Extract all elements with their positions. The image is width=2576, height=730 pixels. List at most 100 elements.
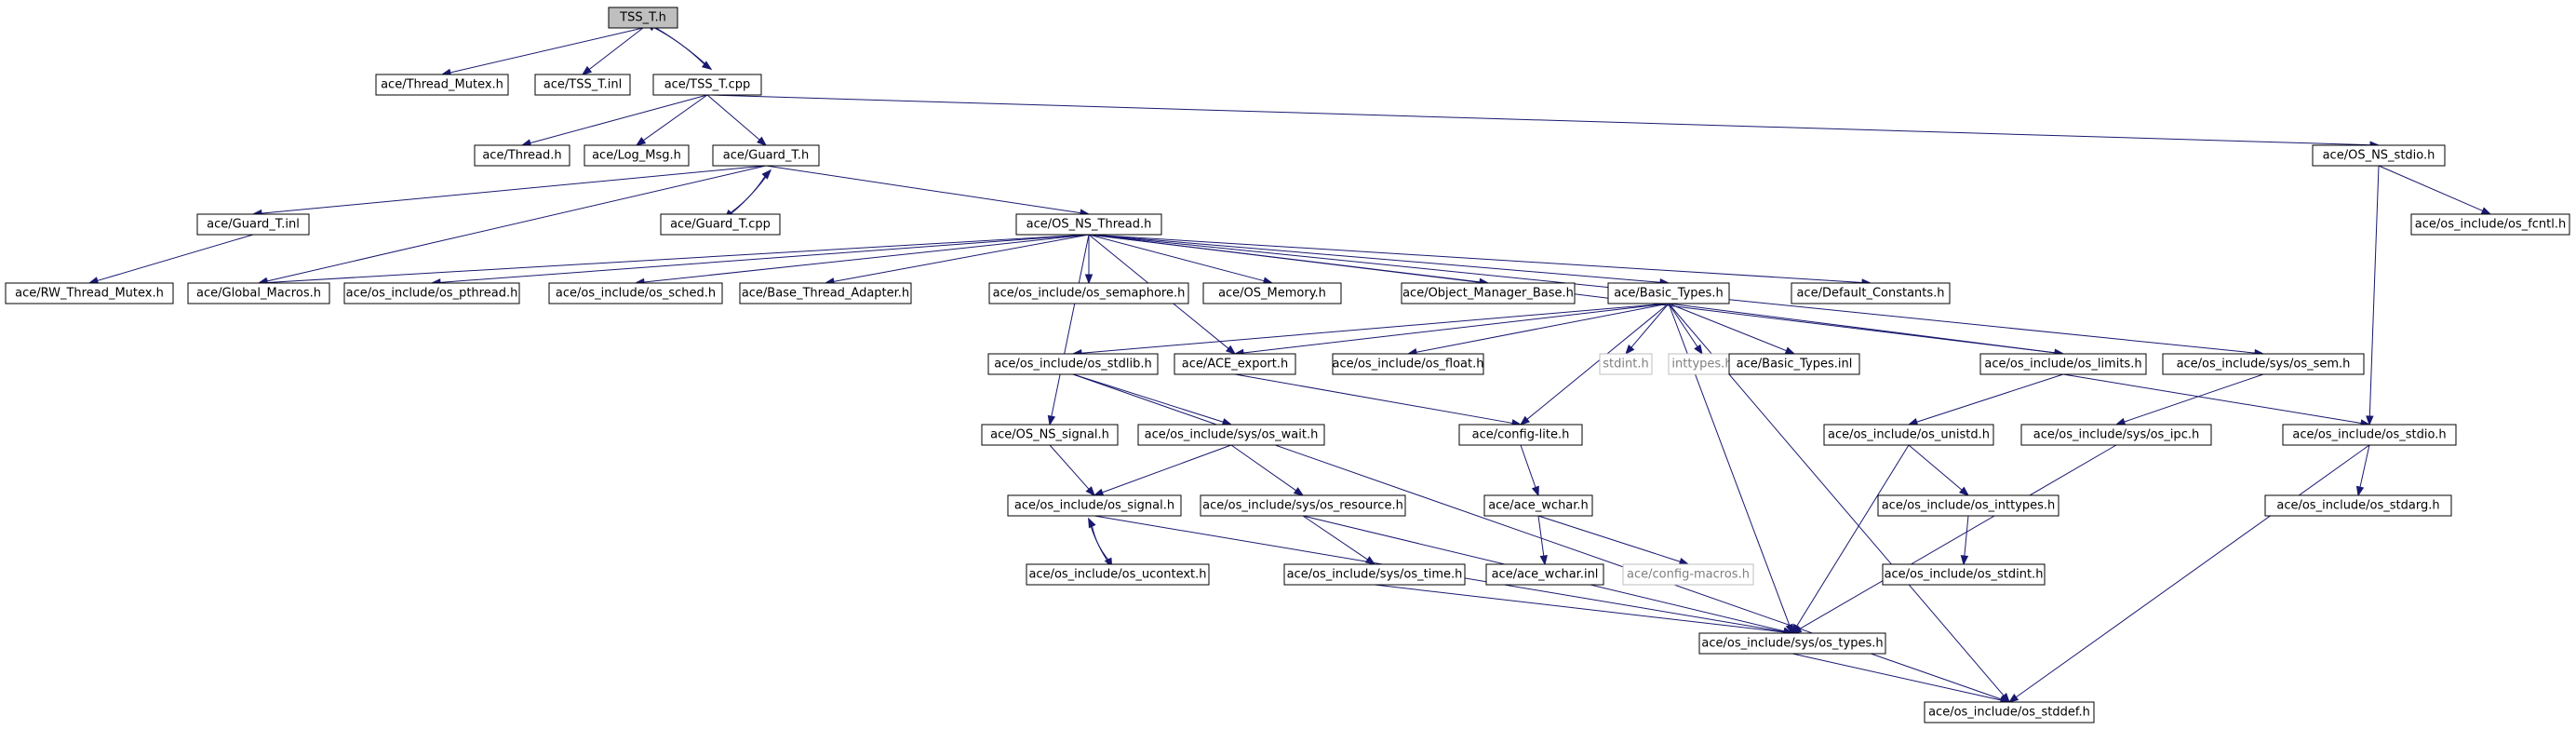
node-rw_thread_mutex[interactable]: ace/RW_Thread_Mutex.h xyxy=(5,282,174,304)
node-box xyxy=(548,282,723,304)
node-box xyxy=(1599,353,1653,375)
edge-arrowhead xyxy=(1364,556,1376,565)
node-base_thread_adapter[interactable]: ace/Base_Thread_Adapter.h xyxy=(739,282,912,304)
node-os_ns_signal[interactable]: ace/OS_NS_signal.h xyxy=(981,424,1119,446)
node-box xyxy=(375,74,509,96)
node-os_stdint[interactable]: ace/os_include/os_stdint.h xyxy=(1882,563,2046,586)
node-os_stddef[interactable]: ace/os_include/os_stddef.h xyxy=(1924,701,2095,723)
node-label: ace/Default_Constants.h xyxy=(1796,287,1944,301)
node-thread_h[interactable]: ace/Thread.h xyxy=(474,144,570,167)
node-label: ace/ACE_export.h xyxy=(1182,358,1288,372)
node-default_constants[interactable]: ace/Default_Constants.h xyxy=(1791,282,1951,304)
node-tss_t_cpp[interactable]: ace/TSS_T.cpp xyxy=(652,74,762,96)
edge-arrowhead xyxy=(761,169,772,180)
node-sys_os_resource[interactable]: ace/os_include/sys/os_resource.h xyxy=(1200,494,1406,517)
node-os_sched[interactable]: ace/os_include/os_sched.h xyxy=(548,282,723,304)
node-os_ucontext[interactable]: ace/os_include/os_ucontext.h xyxy=(1026,563,1210,586)
node-ace_wchar_inl[interactable]: ace/ace_wchar.inl xyxy=(1485,563,1604,586)
node-box xyxy=(1200,494,1406,517)
node-tss_t_h[interactable]: TSS_T.h xyxy=(608,7,678,29)
node-os_fcntl[interactable]: ace/os_include/os_fcntl.h xyxy=(2410,213,2570,236)
node-label: ace/OS_Memory.h xyxy=(1218,287,1326,301)
node-os_limits[interactable]: ace/os_include/os_limits.h xyxy=(1979,353,2147,375)
node-ace_export[interactable]: ace/ACE_export.h xyxy=(1174,353,1296,375)
node-box xyxy=(1979,353,2147,375)
node-sys_os_sem[interactable]: ace/os_include/sys/os_sem.h xyxy=(2162,353,2365,375)
node-os_unistd[interactable]: ace/os_include/os_unistd.h xyxy=(1823,424,1994,446)
node-box xyxy=(1698,632,1886,655)
node-box xyxy=(1485,563,1604,586)
node-label: ace/Base_Thread_Adapter.h xyxy=(742,287,909,301)
node-label: ace/Global_Macros.h xyxy=(196,287,321,301)
edge-arrowhead xyxy=(1960,555,1969,566)
node-sys_os_ipc[interactable]: ace/os_include/sys/os_ipc.h xyxy=(2020,424,2212,446)
edge-basic_types_h-to-inttypes_h xyxy=(1668,303,1698,347)
node-config_lite[interactable]: ace/config-lite.h xyxy=(1458,424,1583,446)
node-os_pthread[interactable]: ace/os_include/os_pthread.h xyxy=(343,282,520,304)
node-tss_t_inl[interactable]: ace/TSS_T.inl xyxy=(534,74,631,96)
edge-os_limits-to-os_stdio xyxy=(2062,373,2362,425)
edge-os_unistd-to-os_inttypes xyxy=(1908,444,1963,491)
node-basic_types_h[interactable]: ace/Basic_Types.h xyxy=(1607,282,1730,304)
node-box xyxy=(1882,563,2046,586)
node-log_msg[interactable]: ace/Log_Msg.h xyxy=(584,144,690,167)
edge-basic_types_h-to-os_stdlib xyxy=(1080,303,1670,354)
edge-basic_types_h-to-os_float xyxy=(1415,303,1670,353)
edge-os_inttypes-to-os_stdint xyxy=(1964,515,1969,557)
edge-os_ns_stdio-to-os_fcntl xyxy=(2378,165,2483,211)
edge-arrowhead xyxy=(1093,488,1105,496)
node-os_stdlib[interactable]: ace/os_include/os_stdlib.h xyxy=(987,353,1159,375)
node-label: ace/os_include/os_semaphore.h xyxy=(993,287,1186,301)
node-box xyxy=(1458,424,1583,446)
node-guard_t_h[interactable]: ace/Guard_T.h xyxy=(712,144,820,167)
edge-basic_types_h-to-basic_types_inl xyxy=(1668,303,1787,352)
node-label: ace/config-macros.h xyxy=(1627,568,1750,582)
node-label: ace/os_include/sys/os_types.h xyxy=(1701,637,1883,651)
node-label: ace/os_include/os_inttypes.h xyxy=(1882,499,2056,513)
node-guard_t_cpp[interactable]: ace/Guard_T.cpp xyxy=(660,213,781,236)
edge-guard_t_h-to-os_ns_thread xyxy=(765,165,1081,214)
node-sys_os_wait[interactable]: ace/os_include/sys/os_wait.h xyxy=(1137,424,1325,446)
node-os_ns_stdio[interactable]: ace/OS_NS_stdio.h xyxy=(2312,144,2446,167)
node-sys_os_types[interactable]: ace/os_include/sys/os_types.h xyxy=(1698,632,1886,655)
node-box xyxy=(652,74,762,96)
edge-basic_types_h-to-config_lite xyxy=(1526,303,1670,420)
node-label: ace/Log_Msg.h xyxy=(592,149,681,163)
edge-sys_os_time-to-sys_os_types xyxy=(1374,584,1785,633)
edge-basic_types_h-to-os_limits xyxy=(1668,303,2056,354)
edge-arrowhead xyxy=(1784,346,1796,355)
edge-os_ucontext-to-os_signal xyxy=(1092,526,1113,568)
edge-os_ns_thread-to-os_pthread xyxy=(439,234,1090,283)
node-os_signal[interactable]: ace/os_include/os_signal.h xyxy=(1007,494,1182,517)
node-box xyxy=(1026,563,1210,586)
node-os_stdio[interactable]: ace/os_include/os_stdio.h xyxy=(2282,424,2457,446)
edge-guard_t_h-to-global_macros xyxy=(266,165,767,282)
edge-os_ns_thread-to-os_memory xyxy=(1088,234,1265,282)
node-basic_types_inl[interactable]: ace/Basic_Types.inl xyxy=(1728,353,1860,375)
node-object_manager_base[interactable]: ace/Object_Manager_Base.h xyxy=(1401,282,1576,304)
node-box xyxy=(987,353,1159,375)
node-guard_t_inl[interactable]: ace/Guard_T.inl xyxy=(196,213,310,236)
node-label: ace/os_include/sys/os_time.h xyxy=(1287,568,1463,582)
node-box xyxy=(1401,282,1576,304)
edge-ace_export-to-config_lite xyxy=(1234,373,1513,424)
node-os_float[interactable]: ace/os_include/os_float.h xyxy=(1332,353,1484,375)
node-sys_os_time[interactable]: ace/os_include/sys/os_time.h xyxy=(1283,563,1466,586)
node-thread_mutex[interactable]: ace/Thread_Mutex.h xyxy=(375,74,509,96)
edge-basic_types_h-to-ace_export xyxy=(1242,303,1670,354)
node-os_ns_thread[interactable]: ace/OS_NS_Thread.h xyxy=(1015,213,1162,236)
node-os_inttypes[interactable]: ace/os_include/os_inttypes.h xyxy=(1877,494,2059,517)
node-box xyxy=(534,74,631,96)
node-box xyxy=(1607,282,1730,304)
node-os_semaphore[interactable]: ace/os_include/os_semaphore.h xyxy=(988,282,1189,304)
node-ace_wchar_h[interactable]: ace/ace_wchar.h xyxy=(1483,494,1593,517)
node-label: ace/ace_wchar.h xyxy=(1488,499,1589,513)
edge-guard_t_inl-to-rw_thread_mutex xyxy=(97,234,254,281)
node-global_macros[interactable]: ace/Global_Macros.h xyxy=(187,282,330,304)
node-os_memory[interactable]: ace/OS_Memory.h xyxy=(1202,282,1342,304)
node-os_stdarg[interactable]: ace/os_include/os_stdarg.h xyxy=(2264,494,2452,517)
edge-arrowhead xyxy=(1225,345,1237,355)
node-box xyxy=(1137,424,1325,446)
